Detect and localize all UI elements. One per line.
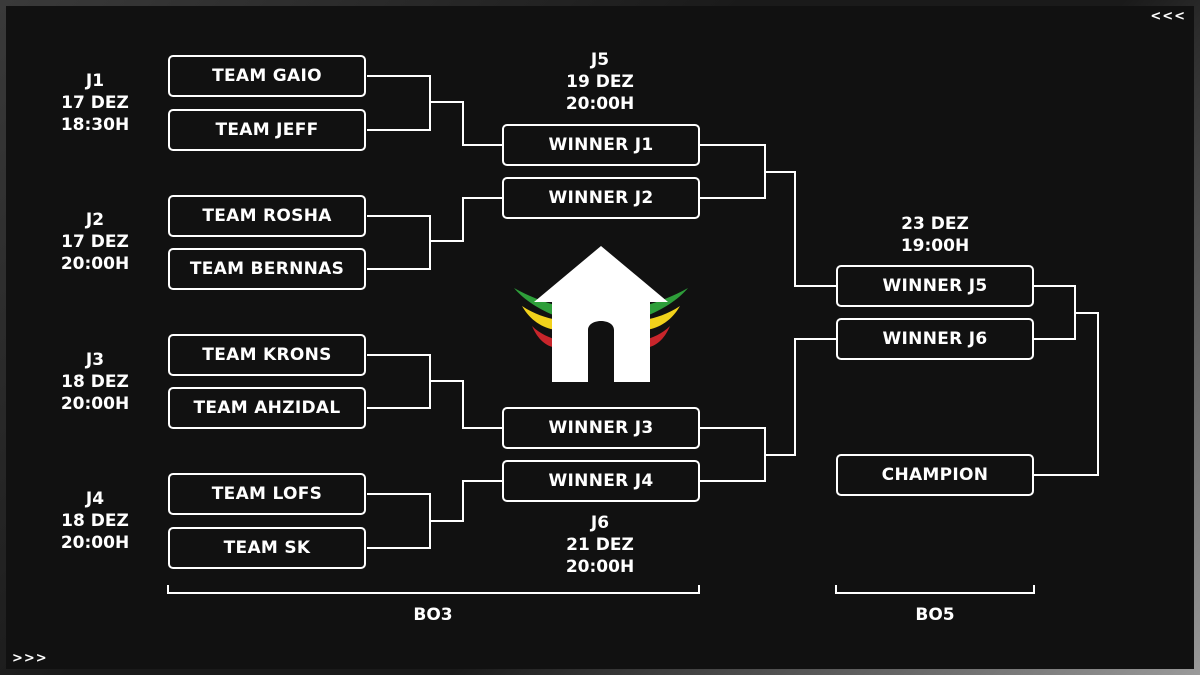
j1-schedule: J1 17 DEZ 18:30H [52, 70, 138, 136]
j5-time: 20:00H [565, 94, 635, 114]
team-box-j3-b: TEAM AHZIDAL [168, 387, 366, 429]
connector-j5-bottom [700, 172, 766, 199]
bo5-bracket-line [835, 585, 1035, 594]
connector-final-bottom [1034, 313, 1076, 340]
j1-game: J1 [85, 71, 105, 91]
j4-date: 18 DEZ [61, 511, 129, 531]
j6-game: J6 [590, 513, 610, 533]
j4-time: 20:00H [60, 533, 130, 553]
team-box-j1-a: TEAM GAIO [168, 55, 366, 97]
connector-j4-bottom [367, 521, 431, 549]
connector-j5-top [700, 144, 836, 287]
format-bo5: BO5 [915, 605, 955, 625]
connector-j6-bottom [700, 455, 766, 482]
team-box-j4-b: TEAM SK [168, 527, 366, 569]
connector-j1-top [367, 75, 502, 146]
j2-date: 17 DEZ [61, 232, 129, 252]
bo3-bracket-line [167, 585, 700, 594]
champion-box: CHAMPION [836, 454, 1034, 496]
j4-schedule: J4 18 DEZ 20:00H [52, 488, 138, 554]
j5-game: J5 [590, 50, 610, 70]
team-box-j4-a: TEAM LOFS [168, 473, 366, 515]
team-box-j2-a: TEAM ROSHA [168, 195, 366, 237]
j3-date: 18 DEZ [61, 372, 129, 392]
winner-box-j3: WINNER J3 [502, 407, 700, 449]
j2-time: 20:00H [60, 254, 130, 274]
j1-time: 18:30H [60, 115, 130, 135]
j2-game: J2 [85, 210, 105, 230]
j6-schedule: J6 21 DEZ 20:00H [550, 512, 650, 578]
connector-j1-bottom [367, 102, 431, 131]
j4-game: J4 [85, 489, 105, 509]
j1-date: 17 DEZ [61, 93, 129, 113]
team-box-j2-b: TEAM BERNNAS [168, 248, 366, 290]
j3-game: J3 [85, 350, 105, 370]
final-time: 19:00H [900, 236, 970, 256]
final-schedule: 23 DEZ 19:00H [880, 213, 990, 257]
winner-box-j5: WINNER J5 [836, 265, 1034, 307]
connector-j4-top [367, 480, 502, 522]
winner-box-j4: WINNER J4 [502, 460, 700, 502]
j5-schedule: J5 19 DEZ 20:00H [550, 49, 650, 115]
top-right-arrows: <<< [1150, 9, 1186, 24]
winner-box-j2: WINNER J2 [502, 177, 700, 219]
format-bo3: BO3 [413, 605, 453, 625]
connector-j3-bottom [367, 381, 431, 409]
final-date: 23 DEZ [901, 214, 969, 234]
team-box-j1-b: TEAM JEFF [168, 109, 366, 151]
winner-box-j1: WINNER J1 [502, 124, 700, 166]
team-box-j3-a: TEAM KRONS [168, 334, 366, 376]
connector-j3-top [367, 354, 502, 429]
j6-date: 21 DEZ [566, 535, 634, 555]
j2-schedule: J2 17 DEZ 20:00H [52, 209, 138, 275]
j5-date: 19 DEZ [566, 72, 634, 92]
bottom-left-arrows: >>> [12, 651, 48, 666]
connector-j2-bottom [367, 241, 431, 270]
connector-j2-top [367, 197, 502, 242]
j3-time: 20:00H [60, 394, 130, 414]
house-wings-logo-icon [514, 246, 688, 382]
connector-j6-top [700, 338, 836, 456]
connector-final-top [1034, 285, 1099, 476]
j3-schedule: J3 18 DEZ 20:00H [52, 349, 138, 415]
winner-box-j6: WINNER J6 [836, 318, 1034, 360]
j6-time: 20:00H [565, 557, 635, 577]
